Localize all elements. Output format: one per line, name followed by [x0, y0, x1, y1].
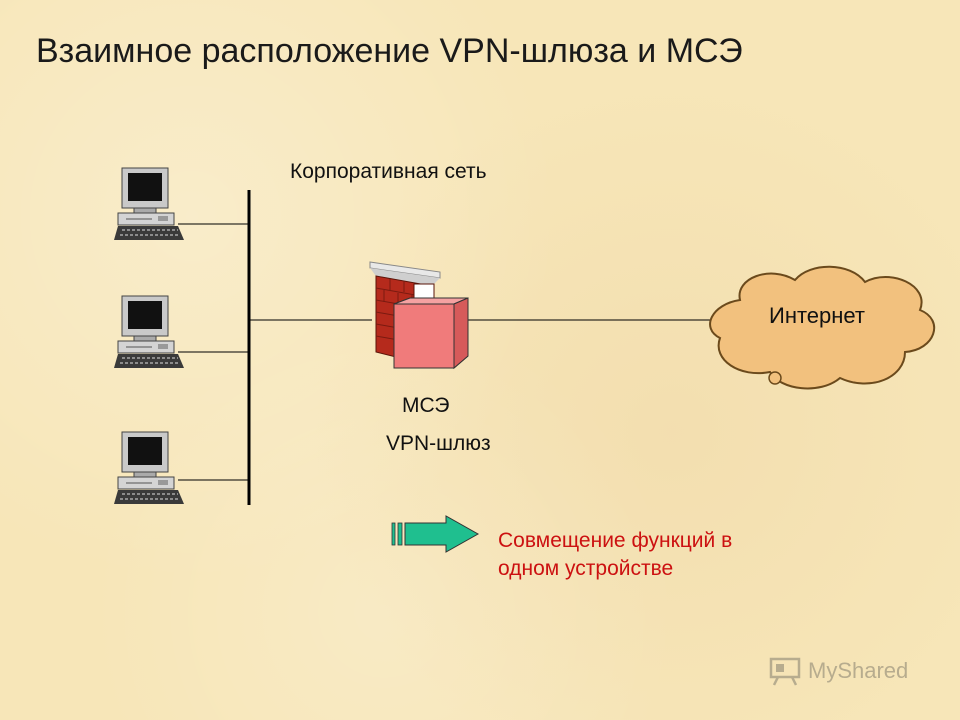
computer-icon: [114, 431, 184, 504]
computer-icon: [114, 295, 184, 368]
slide-title: Взаимное расположение VPN-шлюза и МСЭ: [36, 32, 743, 70]
arrow-right-icon: [391, 515, 480, 553]
corporate-network-label: Корпоративная сеть: [290, 160, 487, 183]
vpn-gateway-label: VPN-шлюз: [386, 432, 491, 455]
watermark-text: MyShared: [808, 658, 909, 683]
presentation-board-icon: [769, 657, 801, 686]
computer-icon: [114, 167, 184, 240]
watermark-logo: MyShared: [768, 656, 908, 686]
note-text: Совмещение функций в одном устройстве: [498, 527, 732, 583]
vpn-gateway-box-icon: [393, 297, 469, 370]
internet-cloud-icon: [709, 265, 936, 390]
internet-label: Интернет: [769, 303, 865, 328]
firewall-label: МСЭ: [402, 394, 450, 417]
note-line-1: Совмещение функций в: [498, 529, 733, 552]
note-line-2: одном устройстве: [498, 557, 674, 580]
